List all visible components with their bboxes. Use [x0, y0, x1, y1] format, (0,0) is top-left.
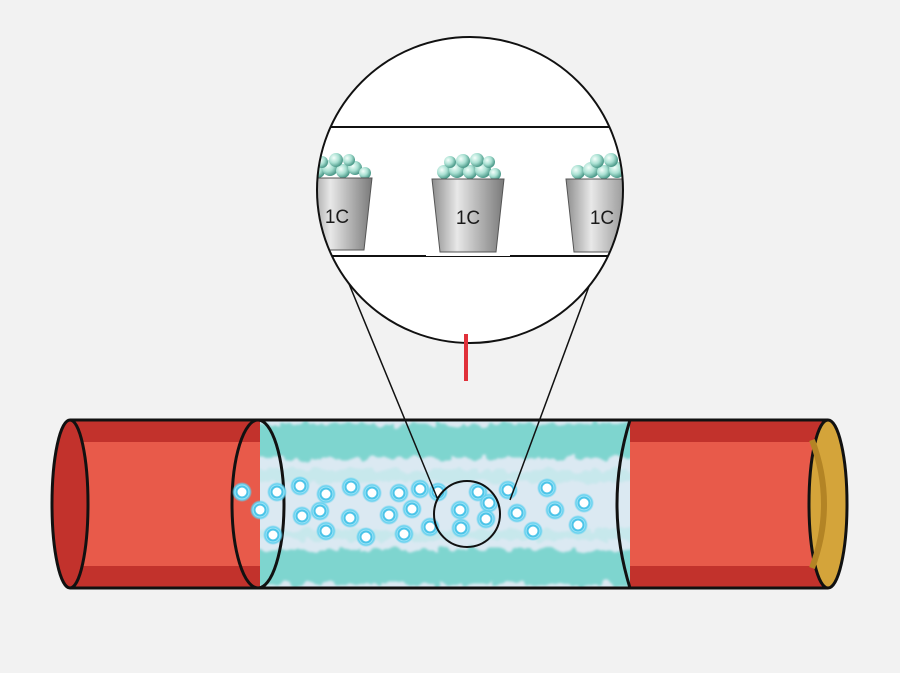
electron [382, 508, 396, 522]
zoom-focus-circle [433, 480, 501, 548]
electron [319, 524, 333, 538]
electron [548, 503, 562, 517]
magnifier-lens: 1C 1C [316, 36, 624, 344]
electron [344, 480, 358, 494]
bucket-balls [571, 153, 623, 179]
bucket-balls [437, 153, 501, 180]
electron [454, 521, 468, 535]
electron [423, 520, 437, 534]
bucket-label: 1C [590, 208, 614, 229]
electron [343, 511, 357, 525]
electron [295, 509, 309, 523]
right-wire [628, 418, 849, 590]
electron [253, 503, 267, 517]
electron [235, 485, 249, 499]
electron [405, 502, 419, 516]
bucket-label: 1C [456, 208, 480, 229]
charge-bucket: 1C [565, 153, 623, 253]
electron [413, 482, 427, 496]
lens-outline [316, 36, 624, 344]
bucket-label: 1C [325, 207, 349, 228]
electron [540, 481, 554, 495]
electron [293, 479, 307, 493]
electron [479, 512, 493, 526]
electron [510, 506, 524, 520]
electron [359, 530, 373, 544]
electron [471, 485, 485, 499]
left-wire [50, 418, 262, 590]
electron [482, 496, 496, 510]
charge-bucket: 1C [426, 152, 510, 256]
electron-cloud [232, 476, 594, 547]
zoom-cone [339, 261, 599, 548]
electron [577, 496, 591, 510]
electron [270, 485, 284, 499]
electron [266, 528, 280, 542]
electron [313, 504, 327, 518]
bucket-balls [317, 153, 371, 179]
electron [397, 527, 411, 541]
electron [453, 503, 467, 517]
electron [571, 518, 585, 532]
electron [526, 524, 540, 538]
electron [319, 487, 333, 501]
electron [392, 486, 406, 500]
charge-bucket: 1C [317, 153, 373, 251]
electron [365, 486, 379, 500]
